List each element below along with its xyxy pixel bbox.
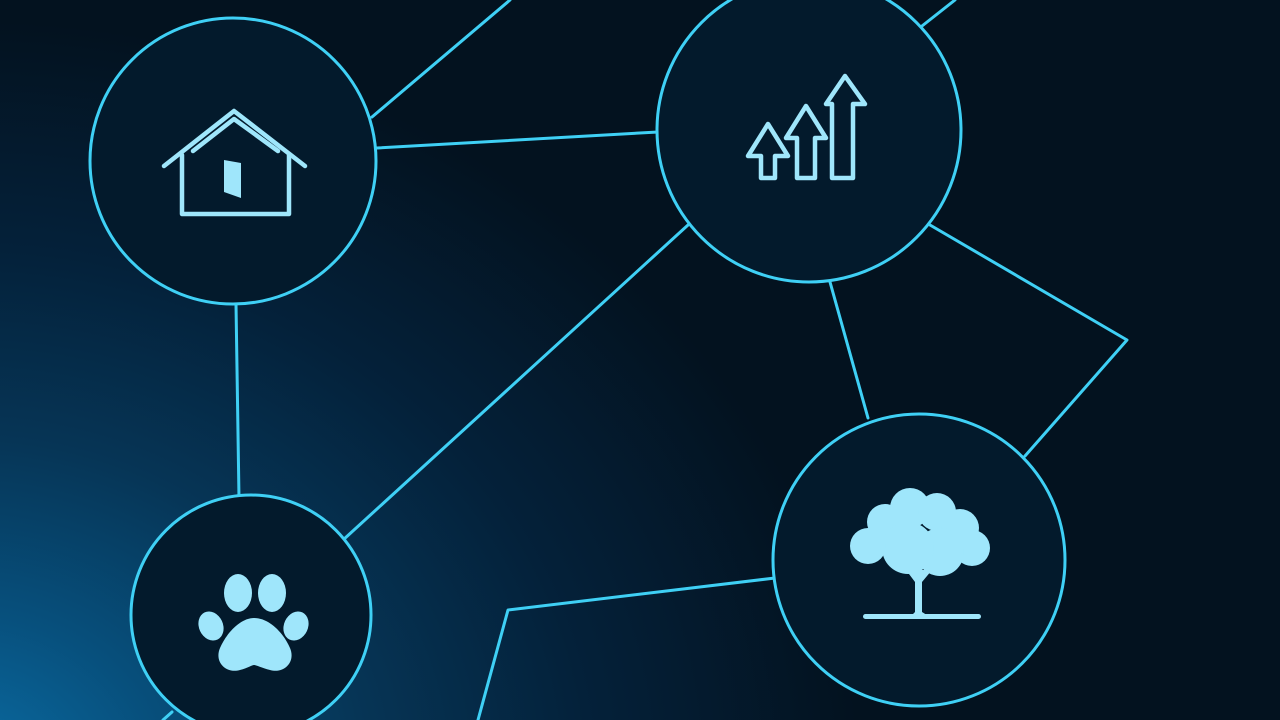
node-home-circle: [88, 16, 378, 306]
edge-home-offscreen-top: [370, 0, 512, 119]
edge-home-pet: [234, 302, 241, 500]
node-home[interactable]: [88, 16, 378, 306]
edge-nature-offscreen-bottom: [476, 576, 777, 720]
node-growth[interactable]: [655, 0, 963, 284]
node-pet-circle: [129, 493, 373, 720]
edge-growth-junction-nature: [928, 223, 1129, 458]
edge-growth-nature: [828, 280, 870, 420]
edge-growth-offscreen-top: [920, 0, 957, 28]
node-pet[interactable]: [129, 493, 373, 720]
edge-home-growth: [375, 130, 660, 150]
connector-lines: [161, 0, 1129, 720]
edge-pet-offscreen-bottom: [161, 710, 174, 720]
house-icon: [161, 108, 308, 217]
paw-print-icon: [198, 574, 309, 671]
edge-growth-pet: [341, 223, 690, 542]
node-nature[interactable]: [771, 412, 1067, 708]
tree-icon: [850, 488, 990, 619]
node-growth-circle: [655, 0, 963, 284]
rising-arrows-icon: [745, 73, 868, 181]
